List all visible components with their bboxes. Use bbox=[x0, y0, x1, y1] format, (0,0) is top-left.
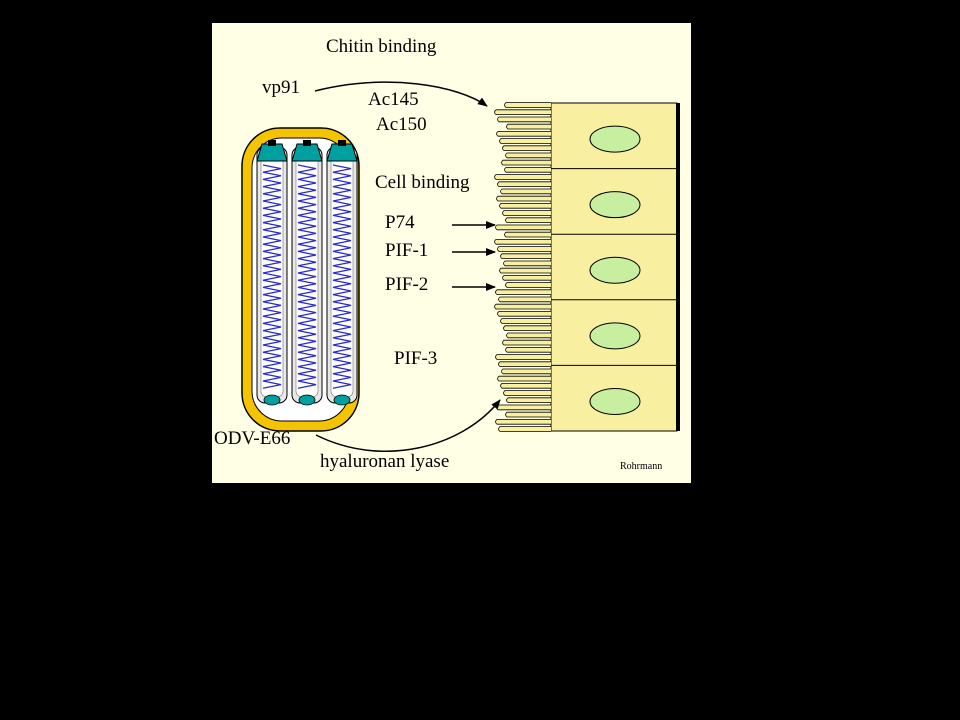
microvillus bbox=[500, 318, 551, 324]
microvillus bbox=[497, 246, 551, 252]
microvillus bbox=[495, 289, 551, 295]
nucleocapsids bbox=[256, 140, 358, 406]
basal-cap bbox=[263, 394, 281, 406]
microvillus bbox=[504, 231, 551, 238]
caption-line: chitin synthesizing cells. P74, PIF-1 an… bbox=[144, 605, 691, 621]
microvillus bbox=[498, 426, 551, 432]
label-hyaluronan-lyase: hyaluronan lyase bbox=[320, 451, 450, 472]
microvillus bbox=[500, 253, 551, 259]
nucleocapsid bbox=[291, 140, 323, 406]
microvillus bbox=[505, 152, 551, 159]
nucleocapsid bbox=[326, 140, 358, 406]
microvillus bbox=[503, 260, 551, 267]
microvillus bbox=[498, 361, 551, 367]
label-cell-binding: Cell binding bbox=[375, 172, 470, 193]
microvillus bbox=[495, 354, 551, 360]
microvillus bbox=[505, 282, 551, 288]
genome-coil bbox=[332, 164, 352, 389]
figure-caption: Fig. 3.4. Possible interactions of selec… bbox=[144, 568, 844, 658]
microvillus bbox=[496, 195, 551, 202]
label-odv-e66: ODV-E66 bbox=[214, 428, 291, 449]
label-ac145: Ac145 bbox=[368, 89, 419, 110]
microvillus bbox=[495, 224, 551, 231]
microvillus bbox=[500, 383, 551, 389]
label-pif1: PIF-1 bbox=[385, 240, 429, 261]
microvillus bbox=[497, 116, 551, 123]
figure-panel: Chitin binding vp91 Ac145 Ac150 Cell bin… bbox=[212, 23, 691, 483]
microvillus bbox=[501, 159, 551, 166]
microvillus bbox=[503, 390, 551, 396]
microvillus bbox=[499, 267, 551, 274]
microvillus bbox=[504, 167, 551, 173]
caption-line: infection. bbox=[144, 641, 202, 657]
apical-cap bbox=[256, 143, 288, 162]
label-vp91: vp91 bbox=[262, 77, 300, 98]
nucleus bbox=[589, 125, 641, 153]
cap-tip bbox=[303, 140, 311, 146]
microvillus bbox=[497, 181, 551, 187]
vp91-arrow bbox=[314, 81, 488, 107]
label-credit: Rohrmann bbox=[620, 461, 663, 472]
nucleus bbox=[589, 191, 641, 219]
label-pif3: PIF-3 bbox=[394, 348, 438, 369]
microvillus bbox=[494, 303, 551, 310]
microvillus bbox=[497, 375, 551, 382]
basal-membrane bbox=[676, 103, 680, 431]
microvillus bbox=[506, 332, 551, 339]
basal-cap bbox=[298, 394, 316, 406]
microvillus bbox=[505, 217, 551, 223]
cap-tip bbox=[268, 140, 276, 146]
odv-virion bbox=[241, 127, 360, 432]
microvillus bbox=[506, 397, 551, 403]
microvillus bbox=[494, 109, 551, 115]
microvillus bbox=[506, 123, 551, 130]
nucleus bbox=[589, 387, 641, 415]
apical-cap bbox=[291, 143, 323, 162]
microvillus bbox=[504, 102, 551, 108]
genome-coil bbox=[297, 164, 317, 389]
genome-coil bbox=[262, 164, 282, 389]
microvillus bbox=[502, 275, 551, 281]
microvillus bbox=[494, 239, 551, 245]
microvillus bbox=[501, 368, 551, 375]
microvillus bbox=[502, 145, 551, 151]
microvillus bbox=[497, 311, 551, 317]
microvillus bbox=[503, 325, 551, 331]
nucleus bbox=[589, 256, 641, 284]
label-ac150: Ac150 bbox=[376, 114, 427, 135]
microvillus bbox=[502, 339, 551, 346]
label-p74: P74 bbox=[385, 212, 415, 233]
microvillus bbox=[502, 210, 551, 216]
caption-line: Fig. 3.4. Possible interactions of selec… bbox=[144, 569, 729, 585]
microvillus bbox=[499, 138, 551, 144]
midgut-epithelium bbox=[494, 102, 678, 432]
label-chitin-binding: Chitin binding bbox=[326, 36, 437, 57]
microvillus bbox=[499, 203, 551, 209]
apical-cap bbox=[326, 143, 358, 162]
nucleocapsid bbox=[256, 140, 288, 406]
odv-e66-arrow bbox=[315, 399, 501, 453]
microvillus bbox=[496, 131, 551, 137]
microvillus bbox=[505, 411, 551, 418]
microvillus bbox=[494, 174, 551, 180]
microvillus bbox=[500, 188, 551, 195]
cap-tip bbox=[338, 140, 346, 146]
nucleus bbox=[589, 322, 641, 350]
diagram-graphic bbox=[241, 81, 680, 453]
basal-cap bbox=[333, 394, 351, 406]
microvillus bbox=[496, 404, 551, 411]
caption-line: known. ODV-E66 has an enzymatic activity… bbox=[144, 623, 723, 639]
label-pif2: PIF-2 bbox=[385, 274, 429, 295]
microvillus bbox=[498, 296, 551, 303]
microvillus bbox=[505, 347, 551, 353]
caption-line: VP91, Ac145 and Ac150 all have chitin bi… bbox=[144, 587, 737, 603]
microvillus bbox=[495, 419, 551, 425]
